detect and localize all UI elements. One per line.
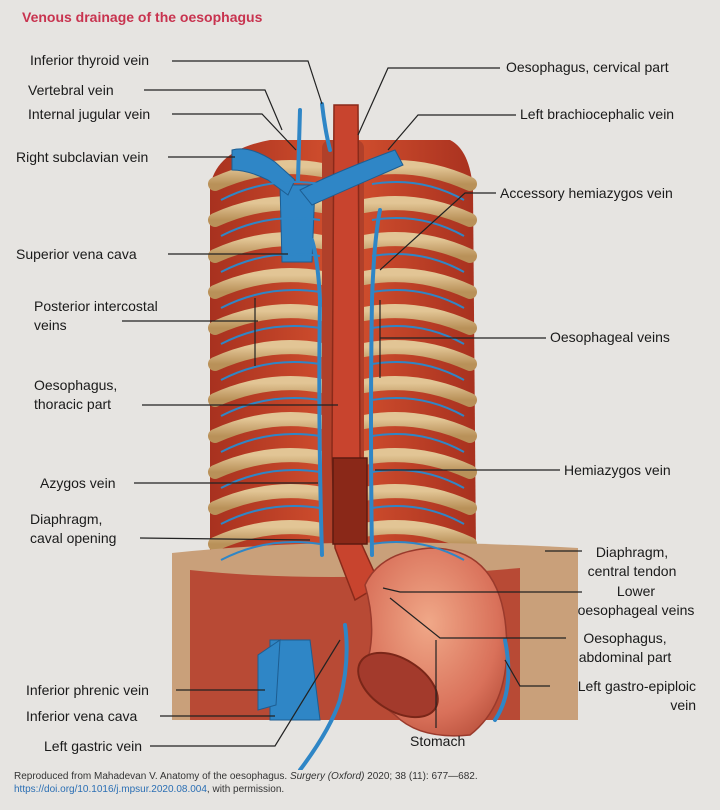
label-inferior-vena-cava: Inferior vena cava	[26, 707, 137, 726]
label-superior-vena-cava: Superior vena cava	[16, 245, 137, 264]
doi-link[interactable]: https://doi.org/10.1016/j.mpsur.2020.08.…	[14, 784, 207, 795]
label-inferior-thyroid-vein: Inferior thyroid vein	[30, 51, 149, 70]
label-internal-jugular-vein: Internal jugular vein	[28, 105, 150, 124]
label-hemiazygos-vein: Hemiazygos vein	[564, 461, 671, 480]
internal-jugular-shape	[298, 110, 300, 180]
label-right-subclavian-vein: Right subclavian vein	[16, 148, 148, 167]
figure-caption: Reproduced from Mahadevan V. Anatomy of …	[14, 770, 478, 796]
caption-journal: Surgery (Oxford)	[290, 771, 364, 782]
label-oesophagus-thoracic-part: Oesophagus, thoracic part	[34, 376, 117, 414]
oesophagus-window	[333, 458, 367, 544]
label-oesophagus-cervical-part: Oesophagus, cervical part	[506, 58, 669, 77]
label-left-gastric-vein: Left gastric vein	[44, 737, 142, 756]
caption-citation: 2020; 38 (11): 677—682.	[364, 771, 477, 782]
label-left-brachiocephalic-vein: Left brachiocephalic vein	[520, 105, 674, 124]
label-lower-oesophageal-veins: Lower oesophageal veins	[572, 582, 700, 620]
label-diaphragm-central-tendon: Diaphragm, central tendon	[572, 543, 692, 581]
label-diaphragm-caval-opening: Diaphragm, caval opening	[30, 510, 116, 548]
label-oesophagus-abdominal-part: Oesophagus, abdominal part	[566, 629, 684, 667]
label-inferior-phrenic-vein: Inferior phrenic vein	[26, 681, 149, 700]
label-oesophageal-veins: Oesophageal veins	[550, 328, 670, 347]
label-accessory-hemiazygos-vein: Accessory hemiazygos vein	[500, 184, 673, 203]
label-vertebral-vein: Vertebral vein	[28, 81, 114, 100]
label-azygos-vein: Azygos vein	[40, 474, 115, 493]
label-left-gastro-epiploic-vein: Left gastro-epiploic vein	[546, 677, 696, 715]
label-posterior-intercostal-veins: Posterior intercostal veins	[34, 297, 184, 335]
caption-prefix: Reproduced from Mahadevan V. Anatomy of …	[14, 771, 290, 782]
caption-permission: , with permission.	[207, 784, 284, 795]
label-stomach: Stomach	[410, 732, 465, 751]
